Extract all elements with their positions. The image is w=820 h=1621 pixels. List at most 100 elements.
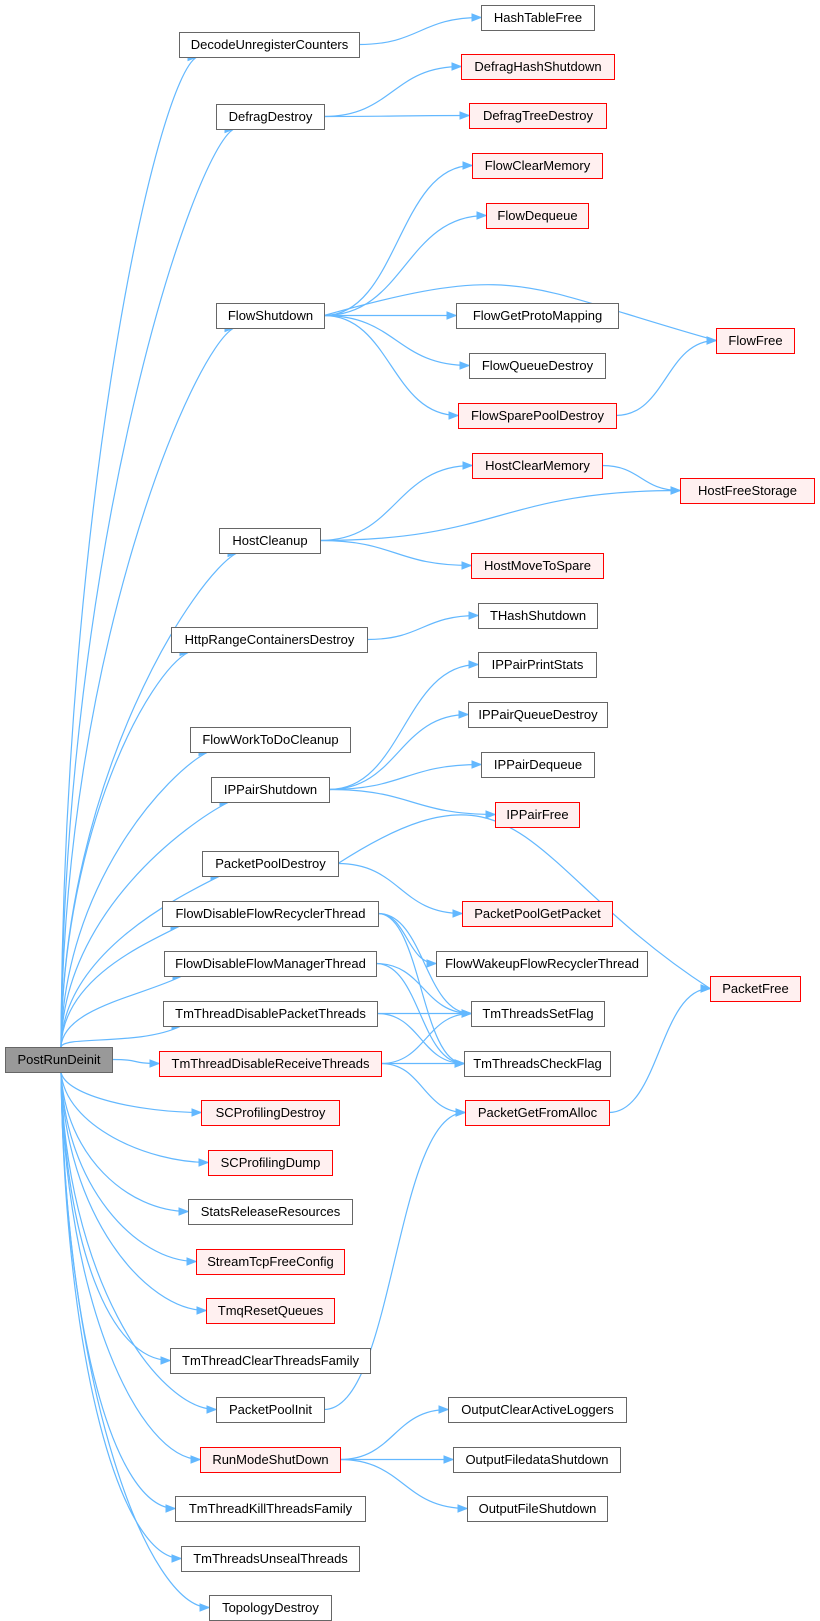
node-box[interactable]: [164, 951, 377, 977]
node-flow-work-to-do-cleanup[interactable]: FlowWorkToDoCleanup: [190, 727, 351, 753]
node-stats-release-resources[interactable]: StatsReleaseResources: [188, 1199, 353, 1225]
node-flow-disable-flow-manager-thread[interactable]: FlowDisableFlowManagerThread: [164, 951, 377, 977]
node-packet-pool-destroy[interactable]: PacketPoolDestroy: [202, 851, 339, 877]
node-hash-table-free[interactable]: HashTableFree: [481, 5, 595, 31]
node-flow-dequeue[interactable]: FlowDequeue: [486, 203, 589, 229]
node-flow-queue-destroy[interactable]: FlowQueueDestroy: [469, 353, 606, 379]
node-decode-unregister-counters[interactable]: DecodeUnregisterCounters: [179, 32, 360, 58]
node-box[interactable]: [495, 802, 580, 828]
node-run-mode-shut-down[interactable]: RunModeShutDown: [200, 1447, 341, 1473]
node-tm-thread-disable-packet-threads[interactable]: TmThreadDisablePacketThreads: [163, 1001, 378, 1027]
node-flow-clear-memory[interactable]: FlowClearMemory: [472, 153, 603, 179]
node-sc-profiling-dump[interactable]: SCProfilingDump: [208, 1150, 333, 1176]
node-http-range-containers-destroy[interactable]: HttpRangeContainersDestroy: [171, 627, 368, 653]
node-box[interactable]: [216, 1397, 325, 1423]
node-tm-thread-disable-receive-threads[interactable]: TmThreadDisableReceiveThreads: [159, 1051, 382, 1077]
node-host-clear-memory[interactable]: HostClearMemory: [472, 453, 603, 479]
node-box[interactable]: [469, 103, 607, 129]
node-box[interactable]: [190, 727, 351, 753]
node-box[interactable]: [159, 1051, 382, 1077]
node-ip-pair-free[interactable]: IPPairFree: [495, 802, 580, 828]
node-box[interactable]: [179, 32, 360, 58]
node-box[interactable]: [453, 1447, 621, 1473]
node-box[interactable]: [467, 1496, 608, 1522]
node-box[interactable]: [680, 478, 815, 504]
arrowhead: [458, 710, 470, 719]
node-tm-thread-clear-threads-family[interactable]: TmThreadClearThreadsFamily: [170, 1348, 371, 1374]
node-box[interactable]: [486, 203, 589, 229]
node-box[interactable]: [471, 1001, 605, 1027]
node-box[interactable]: [163, 1001, 378, 1027]
node-stream-tcp-free-config[interactable]: StreamTcpFreeConfig: [196, 1249, 345, 1275]
node-box[interactable]: [461, 54, 615, 80]
node-box[interactable]: [710, 976, 801, 1002]
node-box[interactable]: [469, 353, 606, 379]
node-box[interactable]: [202, 851, 339, 877]
node-box[interactable]: [458, 403, 617, 429]
node-defrag-hash-shutdown[interactable]: DefragHashShutdown: [461, 54, 615, 80]
node-box[interactable]: [211, 777, 330, 803]
node-box[interactable]: [448, 1397, 627, 1423]
node-box[interactable]: [481, 752, 595, 778]
node-box[interactable]: [201, 1100, 340, 1126]
node-defrag-destroy[interactable]: DefragDestroy: [216, 104, 325, 130]
node-box[interactable]: [478, 652, 597, 678]
node-box[interactable]: [456, 303, 619, 329]
node-box[interactable]: [171, 627, 368, 653]
node-box[interactable]: [216, 303, 325, 329]
node-box[interactable]: [208, 1150, 333, 1176]
node-flow-shutdown[interactable]: FlowShutdown: [216, 303, 325, 329]
node-packet-get-from-alloc[interactable]: PacketGetFromAlloc: [465, 1100, 610, 1126]
node-tm-threads-check-flag[interactable]: TmThreadsCheckFlag: [464, 1051, 611, 1077]
node-box[interactable]: [436, 951, 648, 977]
node-box[interactable]: [200, 1447, 341, 1473]
node-box[interactable]: [464, 1051, 611, 1077]
node-box[interactable]: [196, 1249, 345, 1275]
node-ip-pair-shutdown[interactable]: IPPairShutdown: [211, 777, 330, 803]
node-ip-pair-print-stats[interactable]: IPPairPrintStats: [478, 652, 597, 678]
node-box[interactable]: [5, 1047, 113, 1073]
node-box[interactable]: [219, 528, 321, 554]
node-output-clear-active-loggers[interactable]: OutputClearActiveLoggers: [448, 1397, 627, 1423]
node-tmq-reset-queues[interactable]: TmqResetQueues: [206, 1298, 335, 1324]
node-box[interactable]: [481, 5, 595, 31]
node-tm-thread-kill-threads-family[interactable]: TmThreadKillThreadsFamily: [175, 1496, 366, 1522]
node-box[interactable]: [716, 328, 795, 354]
node-host-cleanup[interactable]: HostCleanup: [219, 528, 321, 554]
node-packet-pool-get-packet[interactable]: PacketPoolGetPacket: [462, 901, 613, 927]
node-box[interactable]: [468, 702, 608, 728]
node-flow-spare-pool-destroy[interactable]: FlowSparePoolDestroy: [458, 403, 617, 429]
node-box[interactable]: [216, 104, 325, 130]
node-host-free-storage[interactable]: HostFreeStorage: [680, 478, 815, 504]
node-tm-threads-set-flag[interactable]: TmThreadsSetFlag: [471, 1001, 605, 1027]
node-tm-threads-unseal-threads[interactable]: TmThreadsUnsealThreads: [181, 1546, 360, 1572]
node-flow-disable-flow-recycler-thread[interactable]: FlowDisableFlowRecyclerThread: [162, 901, 379, 927]
node-box[interactable]: [162, 901, 379, 927]
node-box[interactable]: [175, 1496, 366, 1522]
node-host-move-to-spare[interactable]: HostMoveToSpare: [471, 553, 604, 579]
node-box[interactable]: [471, 553, 604, 579]
node-ip-pair-dequeue[interactable]: IPPairDequeue: [481, 752, 595, 778]
node-flow-get-proto-mapping[interactable]: FlowGetProtoMapping: [456, 303, 619, 329]
node-box[interactable]: [462, 901, 613, 927]
node-t-hash-shutdown[interactable]: THashShutdown: [478, 603, 598, 629]
node-output-file-shutdown[interactable]: OutputFileShutdown: [467, 1496, 608, 1522]
node-post-run-deinit[interactable]: PostRunDeinit: [5, 1047, 113, 1073]
node-box[interactable]: [478, 603, 598, 629]
node-packet-free[interactable]: PacketFree: [710, 976, 801, 1002]
node-box[interactable]: [472, 153, 603, 179]
node-output-filedata-shutdown[interactable]: OutputFiledataShutdown: [453, 1447, 621, 1473]
node-sc-profiling-destroy[interactable]: SCProfilingDestroy: [201, 1100, 340, 1126]
node-box[interactable]: [472, 453, 603, 479]
node-box[interactable]: [181, 1546, 360, 1572]
node-box[interactable]: [188, 1199, 353, 1225]
node-packet-pool-init[interactable]: PacketPoolInit: [216, 1397, 325, 1423]
node-flow-free[interactable]: FlowFree: [716, 328, 795, 354]
node-ip-pair-queue-destroy[interactable]: IPPairQueueDestroy: [468, 702, 608, 728]
node-flow-wakeup-flow-recycler-thread[interactable]: FlowWakeupFlowRecyclerThread: [436, 951, 648, 977]
node-box[interactable]: [170, 1348, 371, 1374]
node-box[interactable]: [206, 1298, 335, 1324]
node-defrag-tree-destroy[interactable]: DefragTreeDestroy: [469, 103, 607, 129]
node-topology-destroy[interactable]: TopologyDestroy: [209, 1595, 332, 1621]
node-box[interactable]: [465, 1100, 610, 1126]
